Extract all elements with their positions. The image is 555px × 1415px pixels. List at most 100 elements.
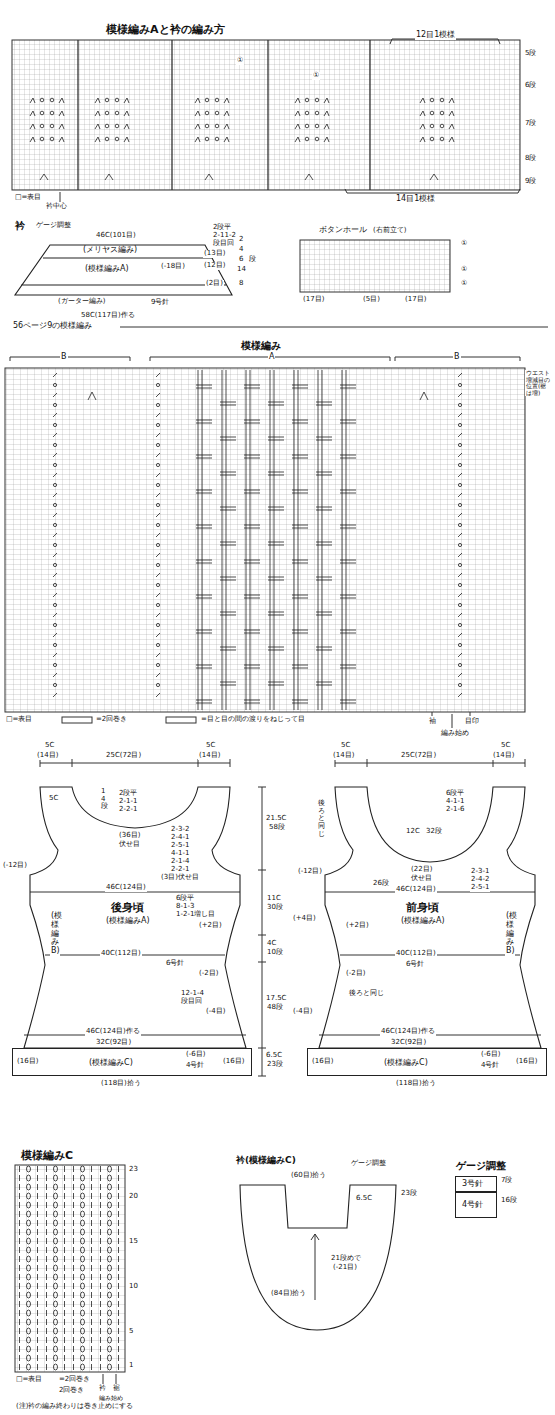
stitch-mark — [37, 1328, 38, 1334]
twisted-stitch — [81, 1184, 85, 1190]
pattern-label: 9段 — [524, 178, 537, 186]
pattern-label: B — [60, 353, 68, 362]
stitch-mark — [294, 370, 295, 710]
stitch-mark — [292, 423, 308, 424]
stitch-mark — [292, 668, 308, 669]
pattern-label: 9号針 — [150, 299, 170, 307]
yarn-over — [50, 98, 54, 102]
stitch-mark — [220, 615, 236, 616]
stitch-mark — [449, 137, 452, 142]
twisted-stitch — [81, 1256, 85, 1262]
stitch-mark — [33, 137, 35, 142]
stitch-mark — [37, 1166, 38, 1172]
yarn-over — [53, 583, 56, 586]
pattern-label: ゲージ調整 — [35, 222, 72, 230]
stitch-mark — [198, 124, 200, 129]
band-box: (模様編みC) — [307, 1048, 547, 1076]
pattern-label: 21.5C — [265, 815, 287, 823]
stitch-mark — [156, 693, 160, 697]
pattern-label: 20 — [128, 1193, 139, 1201]
pattern-label: (16目) — [311, 1058, 334, 1066]
stitch-mark — [100, 1247, 101, 1253]
stitch-mark — [327, 98, 329, 103]
stitch-mark — [346, 370, 347, 710]
stitch-mark — [73, 1337, 74, 1343]
twisted-stitch — [81, 1175, 85, 1181]
pattern-label: (-6目) — [480, 1051, 501, 1059]
stitch-mark — [46, 1310, 47, 1316]
stitch-mark — [53, 473, 57, 477]
stitch-mark — [268, 685, 284, 686]
pattern-label: 編み始め — [440, 730, 470, 738]
stitch-mark — [19, 1328, 20, 1334]
twisted-stitch — [81, 1364, 85, 1370]
direction-arrow — [311, 1234, 319, 1300]
pattern-label: 5 — [128, 1328, 134, 1336]
stitch-mark — [118, 1328, 119, 1334]
stitch-mark — [64, 1175, 65, 1181]
yarn-over — [205, 98, 209, 102]
stitch-mark — [46, 1193, 47, 1199]
stitch-mark — [220, 682, 236, 683]
stitch-mark — [73, 1193, 74, 1199]
twisted-stitch — [27, 1355, 31, 1361]
yarn-over — [50, 111, 54, 115]
stitch-mark — [73, 1211, 74, 1217]
stitch-mark — [434, 174, 438, 180]
twisted-stitch — [108, 1283, 112, 1289]
stitch-mark — [268, 472, 284, 473]
outline-path — [24, 787, 246, 1048]
pattern-label: B — [453, 353, 461, 362]
pattern-label: □=表目 — [15, 1376, 43, 1384]
stitch-mark — [295, 98, 298, 103]
yarn-over — [156, 523, 159, 526]
piece-stitch: (模様編みA) — [84, 265, 130, 274]
stitch-mark — [19, 1301, 20, 1307]
stitch-mark — [118, 1220, 119, 1226]
twisted-stitch — [54, 1238, 58, 1244]
twisted-stitch — [81, 1301, 85, 1307]
stitch-mark — [327, 137, 329, 142]
twisted-stitch — [27, 1328, 31, 1334]
piece-stitch: (模様編みA) — [105, 917, 151, 926]
stitch-mark — [33, 98, 35, 103]
outline-path — [240, 1185, 396, 1330]
stitch-mark — [53, 393, 57, 397]
stitch-mark — [118, 1265, 119, 1271]
stitch-mark — [222, 370, 223, 710]
stitch-mark — [46, 1319, 47, 1325]
twisted-stitch — [27, 1166, 31, 1172]
stitch-mark — [59, 137, 62, 142]
stitch-mark — [19, 1175, 20, 1181]
twisted-stitch — [27, 1292, 31, 1298]
stitch-mark — [59, 124, 62, 129]
stitch-mark — [196, 493, 212, 494]
stitch-mark — [324, 124, 327, 129]
stitch-mark — [226, 370, 227, 710]
stitch-mark — [196, 700, 212, 701]
stitch-mark — [327, 111, 329, 116]
stitch-mark — [73, 1364, 74, 1370]
stitch-mark — [37, 1301, 38, 1307]
stitch-mark — [91, 1166, 92, 1172]
twisted-stitch — [27, 1238, 31, 1244]
stitch-mark — [118, 1355, 119, 1361]
stitch-mark — [156, 593, 160, 597]
stitch-mark — [118, 1319, 119, 1325]
twisted-stitch — [81, 1265, 85, 1271]
pattern-label: 目印 — [464, 718, 480, 726]
pattern-label: 46C(124目)作る — [380, 1028, 436, 1036]
yarn-over — [115, 137, 119, 141]
pattern-label: 6号針 — [165, 960, 185, 968]
stitch-mark — [73, 1238, 74, 1244]
pattern-label: 16段 — [500, 1197, 518, 1205]
stitch-mark — [196, 455, 212, 456]
pattern-label: 段目回 — [212, 240, 235, 248]
pattern-label: 5C — [500, 742, 511, 750]
twisted-stitch — [54, 1355, 58, 1361]
stitch-mark — [53, 453, 57, 457]
buttonhole-grid — [300, 240, 450, 292]
stitch-mark — [118, 1256, 119, 1262]
stitch-mark — [196, 563, 212, 564]
yarn-over — [458, 583, 461, 586]
